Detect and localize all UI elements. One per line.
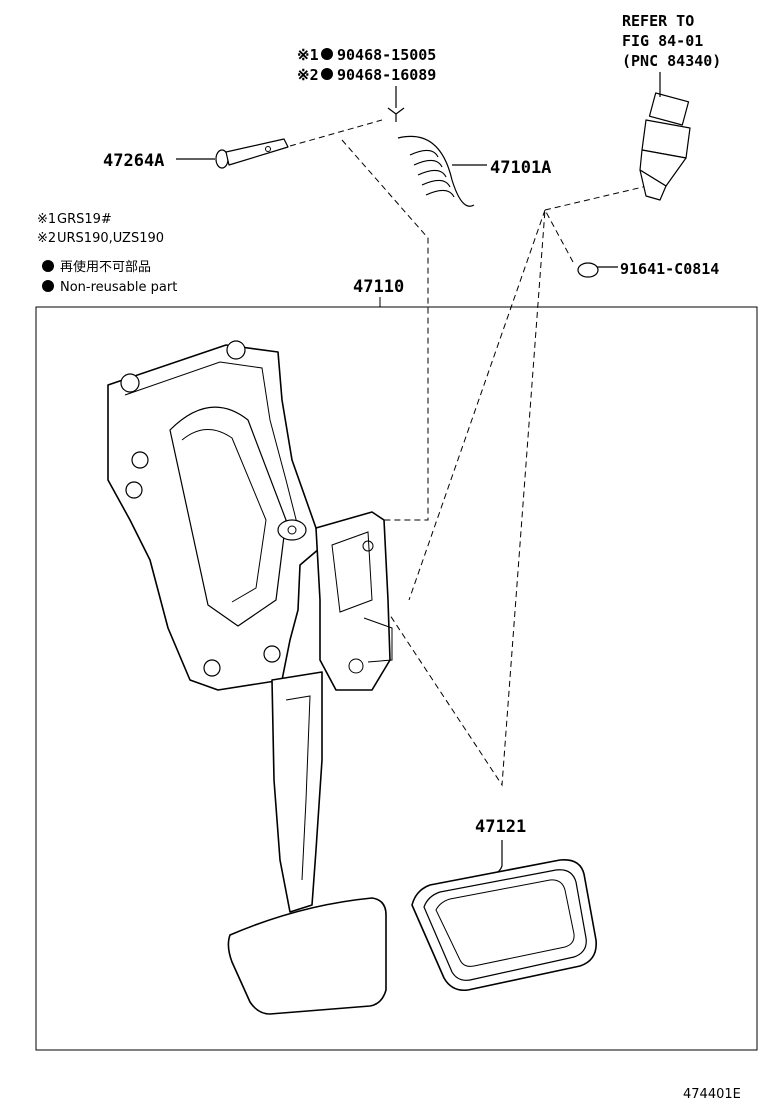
legend-non-reusable-en: Non-reusable part: [60, 280, 177, 295]
legend-mark-1: ※1: [37, 212, 56, 227]
bolt-icon: [565, 244, 599, 278]
stop-lamp-switch-icon: [639, 72, 691, 201]
alignment-lines: [289, 119, 661, 787]
refer-note: REFER TO FIG 84-01 (PNC 84340): [622, 12, 721, 70]
spring-icon: [397, 135, 475, 207]
legend-dot-2: [42, 280, 54, 292]
clip-mark-2: ※2: [297, 66, 319, 84]
non-reusable-dot-1: [321, 48, 333, 60]
legend-mark-2: ※2: [37, 231, 56, 246]
pedal-assembly-part-number: 47110: [353, 277, 404, 297]
clip-part-numbers: ※1 90468-15005 ※2 90468-16089: [297, 46, 436, 84]
pad-part-number: 47121: [475, 817, 526, 837]
clip-part-number-1: 90468-15005: [337, 46, 436, 64]
pedal-assembly-icon: [107, 340, 393, 1015]
spring-part-number: 47101A: [490, 158, 551, 178]
figure-id: 474401E: [683, 1087, 741, 1102]
refer-note-line-1: REFER TO: [622, 12, 694, 30]
clip-icon: [387, 107, 405, 122]
pedal-pad-icon: [411, 858, 597, 992]
non-reusable-dot-2: [321, 68, 333, 80]
bolt-part-number: 91641-C0814: [620, 260, 719, 278]
legend: ※1 GRS19# ※2 URS190,UZS190 再使用不可部品 Non-r…: [37, 212, 177, 295]
legend-dot-1: [42, 260, 54, 272]
clip-mark-1: ※1: [297, 46, 319, 64]
refer-note-line-3: (PNC 84340): [622, 52, 721, 70]
pin-part-number: 47264A: [103, 151, 164, 171]
pin-icon: [215, 138, 289, 169]
legend-non-reusable-ja: 再使用不可部品: [60, 259, 151, 275]
clip-part-number-2: 90468-16089: [337, 66, 436, 84]
legend-models-1: GRS19#: [57, 212, 112, 227]
refer-note-line-2: FIG 84-01: [622, 32, 703, 50]
legend-models-2: URS190,UZS190: [57, 231, 164, 246]
pad-leader: [493, 840, 503, 875]
assembly-frame: [35, 306, 758, 1051]
